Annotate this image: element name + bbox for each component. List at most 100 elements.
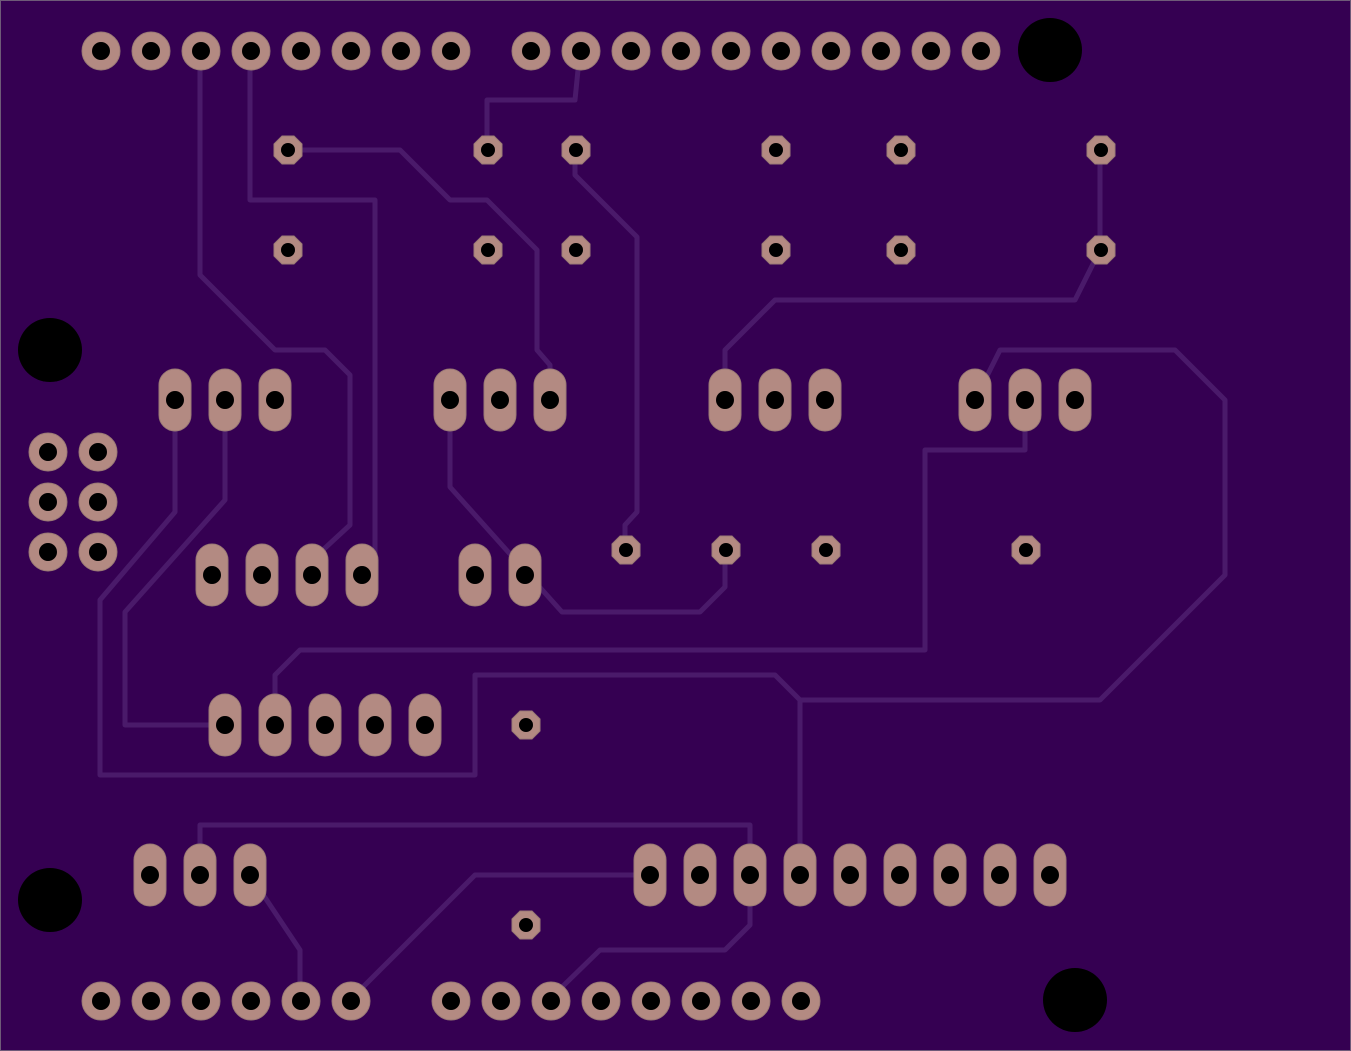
header-pin [961,31,1001,71]
header-pin [181,981,221,1021]
trace [484,47,583,153]
header-pin [761,31,801,71]
mounting-holes [18,18,1107,1032]
header-pin [431,31,471,71]
via [511,910,541,940]
oval-pad [883,843,917,907]
oval-pad [708,368,742,432]
header-pin [911,31,951,71]
via [561,235,591,265]
oval-pad [683,843,717,907]
trace [572,147,640,553]
icsp-pin [78,532,118,572]
header-pin [331,31,371,71]
oval-pad [208,368,242,432]
mounting-hole [1018,18,1082,82]
icsp-pin [28,532,68,572]
oval-pad [358,693,392,757]
header-pin [681,981,721,1021]
oval-pad [633,843,667,907]
trace [447,397,728,615]
oval-pad [933,843,967,907]
oval-pad [345,543,379,607]
via [473,135,503,165]
header-pin [181,31,221,71]
oval-pad [208,693,242,757]
via [561,135,591,165]
oval-pad [195,543,229,607]
header-pin [581,981,621,1021]
header-pin [81,31,121,71]
header-pin [661,31,701,71]
mounting-hole [18,868,82,932]
via [761,235,791,265]
header-pin [481,981,521,1021]
via [1086,235,1116,265]
trace [272,397,1028,728]
via [711,535,741,565]
header-pin [861,31,901,71]
oval-pad [533,368,567,432]
header-pin [511,31,551,71]
header-pin [781,981,821,1021]
oval-pad [808,368,842,432]
oval-pad [308,693,342,757]
traces [97,47,1228,1003]
via [511,710,541,740]
oval-pad [1008,368,1042,432]
header-pin [131,31,171,71]
via [473,235,503,265]
trace [797,347,1228,878]
trace [722,147,1103,403]
header-pin [811,31,851,71]
via [273,135,303,165]
oval-pad [258,693,292,757]
header-pin [611,31,651,71]
icsp-pin [78,482,118,522]
header-pin [561,31,601,71]
header-pin [231,981,271,1021]
oval-pad [245,543,279,607]
oval-pad [458,543,492,607]
icsp-pin [78,432,118,472]
via [273,235,303,265]
header-pin [81,981,121,1021]
oval-pad [408,693,442,757]
header-pin [281,31,321,71]
via [1086,135,1116,165]
oval-pad [508,543,542,607]
oval-pad [258,368,292,432]
oval-pad [958,368,992,432]
trace [247,47,378,578]
oval-pad [295,543,329,607]
oval-pad [433,368,467,432]
via [886,235,916,265]
trace [197,822,753,990]
oval-pad [183,843,217,907]
header-pin [231,31,271,71]
header-pin [381,31,421,71]
oval-pad [1058,368,1092,432]
oval-pad [133,843,167,907]
oval-pad [483,368,517,432]
via [611,535,641,565]
header-pin [281,981,321,1021]
component-row-2 [195,543,542,607]
trace [347,872,653,1003]
trace [284,147,553,403]
header-pin [631,981,671,1021]
via [886,135,916,165]
header-pin [331,981,371,1021]
mounting-hole [1043,968,1107,1032]
via [811,535,841,565]
oval-pad [733,843,767,907]
oval-pad [233,843,267,907]
oval-pad [158,368,192,432]
trace [97,397,803,778]
via [1011,535,1041,565]
mounting-hole [18,318,82,382]
via [761,135,791,165]
